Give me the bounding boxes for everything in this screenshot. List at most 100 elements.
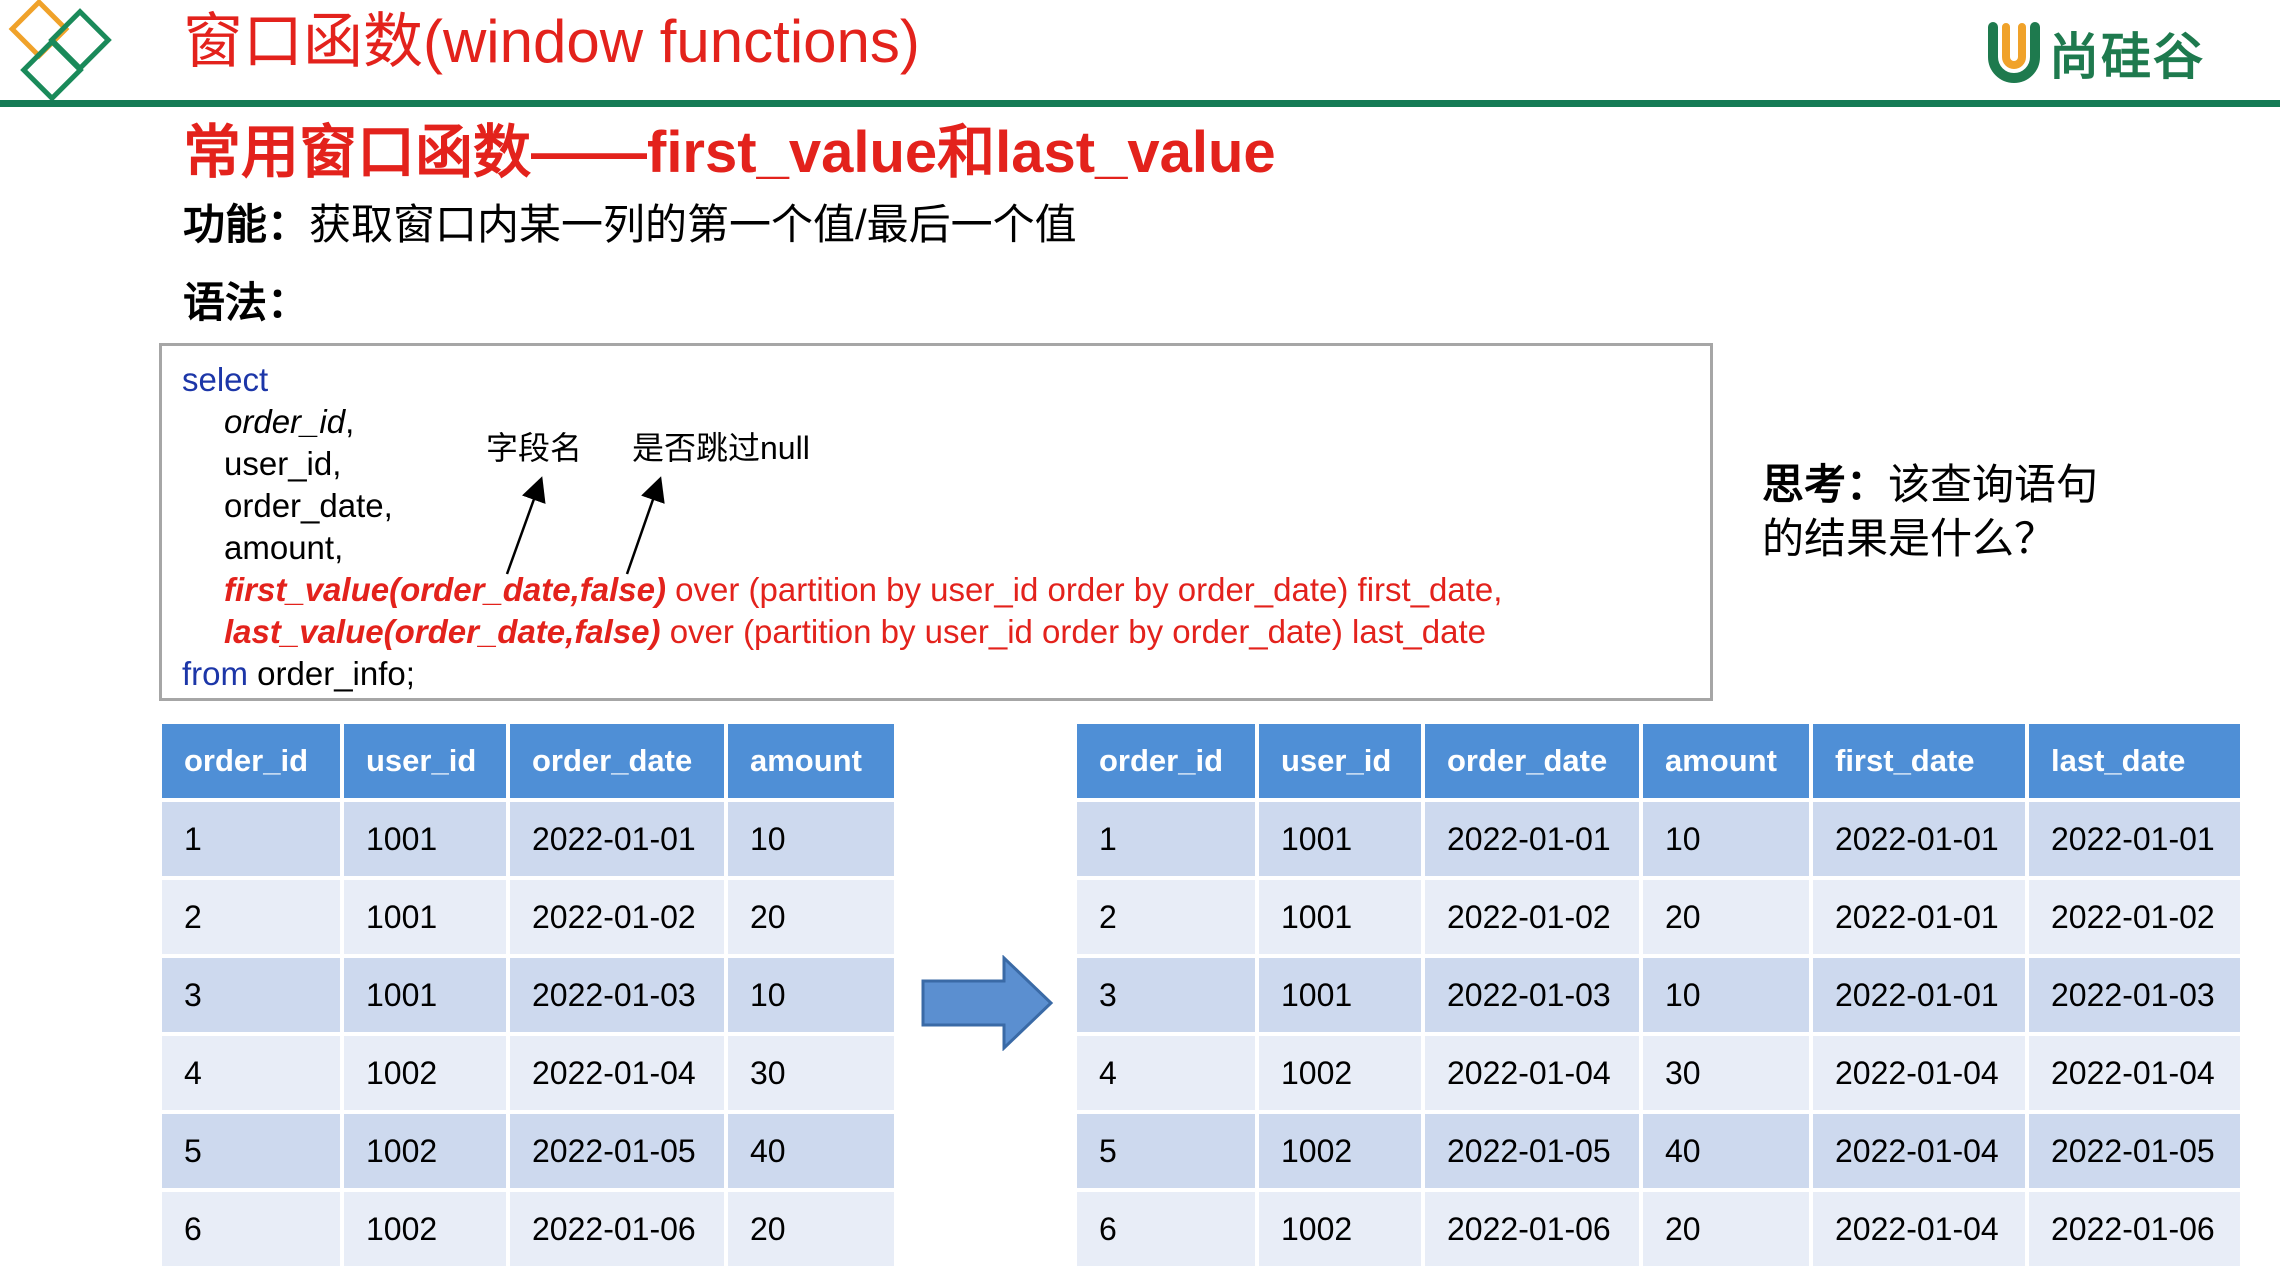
column-header: order_date bbox=[1421, 720, 1643, 802]
column-header: user_id bbox=[340, 720, 510, 802]
table-cell: 2022-01-02 bbox=[2025, 876, 2244, 958]
table-cell: 6 bbox=[158, 1188, 344, 1270]
table-cell: 2022-01-01 bbox=[1421, 798, 1643, 880]
code-line-user-id: user_id, bbox=[224, 445, 342, 482]
table-cell: 2022-01-04 bbox=[1421, 1032, 1643, 1114]
code-line-last-value: last_value(order_date,false) over (parti… bbox=[224, 612, 1486, 652]
column-header: order_id bbox=[158, 720, 344, 802]
table-cell: 1001 bbox=[1255, 876, 1425, 958]
column-header: amount bbox=[724, 720, 898, 802]
table-cell: 20 bbox=[724, 876, 898, 958]
table-cell: 2022-01-02 bbox=[506, 876, 728, 958]
table-cell: 4 bbox=[1073, 1032, 1259, 1114]
table-cell: 40 bbox=[1639, 1110, 1813, 1192]
table-cell: 2022-01-03 bbox=[506, 954, 728, 1036]
annotation-skip-null: 是否跳过null bbox=[632, 430, 810, 466]
table-cell: 2022-01-06 bbox=[2025, 1188, 2244, 1270]
logo-diamonds-icon bbox=[8, 0, 112, 100]
table-cell: 20 bbox=[724, 1188, 898, 1270]
table-cell: 1 bbox=[1073, 798, 1259, 880]
table-cell: 2022-01-06 bbox=[1421, 1188, 1643, 1270]
column-header: order_date bbox=[506, 720, 728, 802]
table-cell: 2022-01-05 bbox=[506, 1110, 728, 1192]
table-cell: 2022-01-01 bbox=[1809, 954, 2029, 1036]
table-cell: 2022-01-05 bbox=[1421, 1110, 1643, 1192]
function-first-value: first_value(order_date,false) bbox=[224, 571, 667, 608]
syntax-label: 语法： bbox=[183, 279, 310, 326]
table-cell: 1001 bbox=[1255, 798, 1425, 880]
brand-logo: 尚硅谷 bbox=[1985, 18, 2205, 88]
table-cell: 1001 bbox=[340, 876, 510, 958]
table-cell: 30 bbox=[1639, 1032, 1813, 1114]
table-cell: 2022-01-01 bbox=[2025, 798, 2244, 880]
code-line-order-id: order_id, bbox=[224, 402, 354, 442]
table-cell: 1002 bbox=[340, 1110, 510, 1192]
keyword-select: select bbox=[182, 361, 269, 398]
column-header: order_id bbox=[1073, 720, 1259, 802]
header-title: 窗口函数(window functions) bbox=[183, 8, 920, 75]
code-line-amount: amount, bbox=[224, 529, 344, 566]
function-last-value: last_value(order_date,false) bbox=[224, 613, 661, 650]
table-cell: 10 bbox=[724, 954, 898, 1036]
function-text: 获取窗口内某一列的第一个值/最后一个值 bbox=[309, 201, 1077, 248]
table-cell: 3 bbox=[1073, 954, 1259, 1036]
think-line-2: 的结果是什么？ bbox=[1762, 515, 2057, 562]
table-cell: 2 bbox=[1073, 876, 1259, 958]
table-cell: 20 bbox=[1639, 1188, 1813, 1270]
table-cell: 2022-01-04 bbox=[1809, 1188, 2029, 1270]
table-cell: 1002 bbox=[1255, 1188, 1425, 1270]
right-arrow-icon bbox=[921, 955, 1054, 1051]
think-question: 思考：该查询语句 的结果是什么？ bbox=[1762, 458, 2098, 566]
header-divider bbox=[0, 100, 2280, 107]
think-line-1: 该查询语句 bbox=[1888, 461, 2099, 508]
table-cell: 1001 bbox=[340, 954, 510, 1036]
brand-name: 尚硅谷 bbox=[2049, 29, 2205, 85]
table-cell: 1002 bbox=[1255, 1110, 1425, 1192]
code-line-select: select bbox=[182, 360, 268, 400]
table-cell: 2022-01-04 bbox=[2025, 1032, 2244, 1114]
table-cell: 2022-01-03 bbox=[2025, 954, 2244, 1036]
section-title: 常用窗口函数——first_value和last_value bbox=[183, 120, 1276, 185]
code-line-first-value: first_value(order_date,false) over (part… bbox=[224, 570, 1502, 610]
table-cell: 20 bbox=[1639, 876, 1813, 958]
table-cell: 1001 bbox=[1255, 954, 1425, 1036]
column-header: user_id bbox=[1255, 720, 1425, 802]
column-header: first_date bbox=[1809, 720, 2029, 802]
table-cell: 5 bbox=[1073, 1110, 1259, 1192]
column-header: last_date bbox=[2025, 720, 2244, 802]
table-cell: 1002 bbox=[340, 1188, 510, 1270]
table-cell: 2022-01-06 bbox=[506, 1188, 728, 1270]
annotation-field-name: 字段名 bbox=[486, 430, 583, 466]
column-order-id: order_id bbox=[224, 403, 346, 440]
table-cell: 2022-01-05 bbox=[2025, 1110, 2244, 1192]
keyword-from: from bbox=[182, 655, 248, 692]
table-cell: 3 bbox=[158, 954, 344, 1036]
code-line-from: from order_info; bbox=[182, 654, 415, 694]
from-table: order_info; bbox=[248, 655, 415, 692]
table-cell: 2 bbox=[158, 876, 344, 958]
over-clause-last: over (partition by user_id order by orde… bbox=[660, 613, 1486, 650]
code-block: select order_id, user_id, order_date, am… bbox=[159, 343, 1713, 701]
annotation-arrows-icon bbox=[505, 476, 665, 575]
table-cell: 10 bbox=[1639, 798, 1813, 880]
think-label: 思考： bbox=[1762, 461, 1889, 508]
over-clause-first: over (partition by user_id order by orde… bbox=[666, 571, 1503, 608]
table-cell: 1002 bbox=[340, 1032, 510, 1114]
table-cell: 6 bbox=[1073, 1188, 1259, 1270]
table-cell: 30 bbox=[724, 1032, 898, 1114]
function-description: 功能：获取窗口内某一列的第一个值/最后一个值 bbox=[183, 198, 1077, 252]
brand-u-icon bbox=[1988, 22, 2040, 83]
table-cell: 2022-01-04 bbox=[506, 1032, 728, 1114]
